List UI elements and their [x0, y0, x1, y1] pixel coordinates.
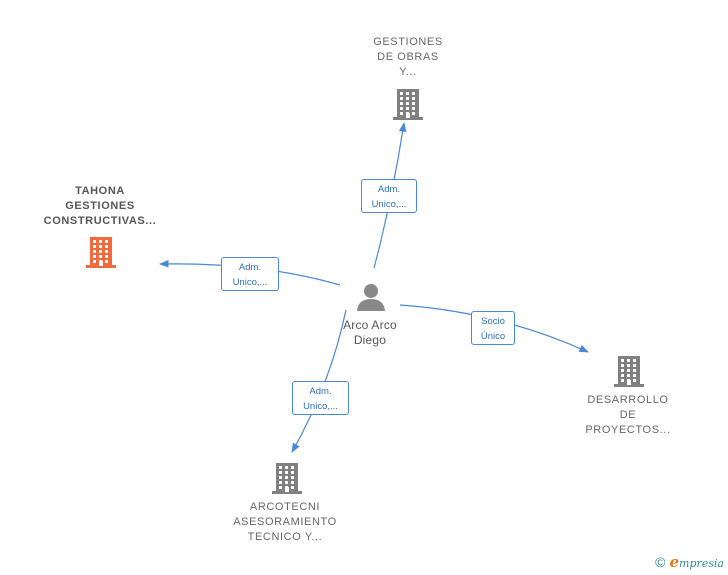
- brand-logo-initial: e: [669, 553, 680, 571]
- company-name-line: DESARROLLO: [587, 394, 669, 406]
- person-name-line-1: Arco Arco: [343, 318, 397, 332]
- company-name-gestiones-obras[interactable]: GESTIONES DE OBRAS Y...: [350, 35, 466, 80]
- relation-label-line: Unico,...: [303, 401, 338, 412]
- company-name-line: ASESORAMIENTO: [233, 516, 337, 528]
- company-name-line: DE: [619, 409, 637, 421]
- footer-brand[interactable]: © empresia: [655, 553, 724, 571]
- company-name-line: CONSTRUCTIVAS...: [43, 215, 157, 227]
- company-name-arcotecni[interactable]: ARCOTECNI ASESORAMIENTO TECNICO Y...: [225, 500, 345, 545]
- company-name-desarrollo[interactable]: DESARROLLO DE PROYECTOS...: [578, 393, 678, 438]
- company-name-line: ARCOTECNI: [249, 501, 321, 513]
- building-icon-tahona[interactable]: [86, 237, 116, 268]
- relation-label-gestiones-obras[interactable]: Adm. Unico,...: [361, 179, 417, 213]
- relation-label-desarrollo[interactable]: Socio Único: [471, 311, 515, 345]
- building-icon-gestiones-obras[interactable]: [393, 89, 423, 120]
- company-name-line: TAHONA: [75, 185, 125, 197]
- relation-label-tahona[interactable]: Adm. Unico,...: [221, 257, 279, 291]
- relation-label-line: Único: [480, 331, 506, 342]
- company-name-line: TECNICO Y...: [247, 531, 323, 543]
- relation-label-line: Socio: [481, 316, 505, 327]
- person-name-line-2: Diego: [353, 333, 387, 347]
- building-icon-desarrollo[interactable]: [614, 356, 644, 387]
- relation-label-line: Unico,...: [371, 199, 407, 210]
- company-name-line: GESTIONES: [373, 36, 443, 48]
- person-icon[interactable]: [357, 284, 385, 311]
- building-icon-arcotecni[interactable]: [272, 463, 302, 494]
- brand-logo[interactable]: empresia: [669, 553, 724, 571]
- company-name-line: DE OBRAS: [377, 51, 439, 63]
- company-name-line: PROYECTOS...: [585, 424, 671, 436]
- company-name-tahona[interactable]: TAHONA GESTIONES CONSTRUCTIVAS...: [30, 184, 170, 229]
- copyright-icon: ©: [655, 554, 666, 570]
- relation-label-line: Adm.: [309, 386, 332, 397]
- company-name-line: Y...: [399, 66, 417, 78]
- company-name-line: GESTIONES: [65, 200, 135, 212]
- relation-label-line: Adm.: [377, 184, 401, 195]
- brand-logo-text: mpresia: [679, 557, 724, 570]
- relation-label-arcotecni[interactable]: Adm. Unico,...: [292, 381, 349, 415]
- center-person-name[interactable]: Arco Arco Diego: [330, 318, 410, 348]
- relation-label-line: Adm.: [238, 262, 262, 273]
- relation-label-line: Unico,...: [232, 277, 268, 288]
